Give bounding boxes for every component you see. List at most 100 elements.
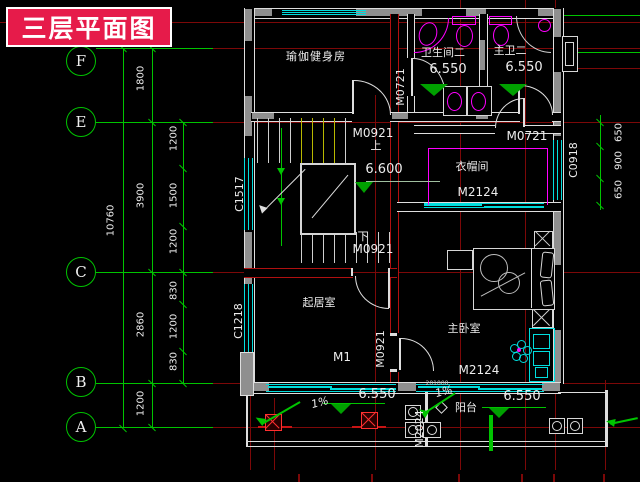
wall-segment	[390, 268, 397, 278]
window-c0918	[561, 140, 562, 200]
door-m2124-cloak-panel	[484, 206, 544, 208]
wall-fill	[245, 9, 272, 16]
desk-icon	[529, 328, 555, 382]
axis-line-b	[96, 383, 213, 384]
room-label-yoga: 瑜伽健身房	[286, 50, 346, 63]
axis-line-f	[96, 48, 213, 49]
grid-line-green	[558, 52, 640, 53]
door-m1-band	[266, 391, 396, 392]
dim-2860: 2860	[135, 311, 147, 338]
wall-fill	[554, 330, 561, 382]
door-arc-icon	[401, 338, 434, 371]
wall-segment	[244, 268, 353, 278]
axis-bubble-f: F	[66, 46, 96, 76]
door-jamb	[351, 268, 353, 276]
window-c1517	[252, 158, 253, 230]
duct-niche-inner	[565, 42, 574, 66]
dim-3900: 3900	[135, 182, 147, 209]
grid-mark	[521, 474, 523, 482]
wall-segment	[552, 112, 561, 122]
plant-icon	[517, 340, 526, 349]
wall-fill	[554, 9, 561, 37]
floor-drain-icon	[408, 407, 418, 417]
grid-mark	[603, 474, 605, 482]
shower-head-icon	[538, 19, 551, 32]
bed-decor	[480, 254, 508, 282]
door-label-m1: M1	[333, 350, 351, 364]
axis-bubble-e: E	[66, 107, 96, 137]
door-m2124-cloak-panel	[424, 204, 482, 206]
door-jamb	[388, 268, 390, 276]
wardrobe-outline	[428, 148, 548, 205]
dim-line	[152, 48, 153, 428]
wall-fill	[252, 113, 274, 119]
dim-10760: 10760	[105, 204, 117, 237]
grid-mark	[298, 474, 300, 482]
axis-bubble-a: A	[66, 412, 96, 442]
stair-up-label: 上	[370, 139, 382, 152]
room-label-master-bed: 主卧室	[447, 322, 481, 335]
floor-drain-icon	[408, 425, 418, 435]
desk-icon	[535, 367, 548, 378]
elevation-line	[366, 181, 440, 182]
wall-fill	[476, 113, 488, 119]
elevation-triangle-icon	[420, 84, 448, 96]
dim-line	[123, 48, 124, 428]
door-label-m2124-cloak: M2124	[457, 185, 499, 199]
grid-line-v	[274, 398, 275, 470]
door-m2124-panel	[478, 388, 542, 390]
page-title: 三层平面图	[21, 14, 157, 43]
window-c1517	[244, 158, 245, 230]
balcony-edge	[605, 390, 608, 447]
window-c1517	[248, 158, 249, 230]
floor-drain-icon	[427, 425, 437, 435]
window-band	[282, 10, 366, 11]
toilet-icon	[452, 16, 476, 25]
axis-bubble-c: C	[66, 257, 96, 287]
slope-label-left: 1%	[309, 393, 330, 412]
elevation-triangle-icon	[499, 84, 527, 96]
wall-segment	[407, 96, 415, 118]
room-label-bath2: 卫生间二	[421, 46, 465, 59]
room-label-master-bath2: 主卫二	[493, 44, 527, 57]
axis-line-e	[96, 122, 213, 123]
wall-segment	[390, 372, 399, 382]
dim-right-650: 650	[613, 179, 625, 200]
wall-fill	[392, 113, 408, 119]
title-banner: 三层平面图	[6, 7, 172, 47]
grid-mark	[458, 474, 460, 482]
window-c1218	[248, 284, 249, 352]
toilet-icon	[493, 25, 509, 46]
plant-icon	[523, 346, 532, 355]
wall-fill	[245, 9, 252, 41]
nightstand-icon	[447, 250, 473, 270]
door-label-m2024: M2024	[412, 410, 426, 448]
stair-arrow-icon	[277, 168, 285, 175]
wall-fill	[554, 72, 561, 136]
window-c0918	[557, 140, 558, 200]
dim-inner-830: 830	[168, 351, 180, 372]
bed-decor	[498, 272, 520, 294]
balcony-railing	[246, 446, 608, 447]
door-label-m2124-bedroom: M2124	[458, 363, 500, 377]
elevation-triangle-icon	[355, 182, 373, 193]
elevation-line	[323, 403, 385, 404]
dim-inner-1200: 1200	[168, 228, 180, 255]
door-label-m0921-stair-bottom: M0921	[352, 242, 394, 256]
wall-fill	[542, 383, 560, 391]
axis-letter: E	[75, 113, 87, 131]
stair-section-arrow-icon	[256, 202, 268, 214]
door-leaf	[399, 338, 401, 370]
grid-mark	[371, 474, 373, 482]
room-label-balcony: 阳台	[455, 401, 477, 414]
axis-letter: B	[75, 373, 87, 391]
window-band	[282, 12, 366, 13]
basin-icon	[447, 92, 462, 111]
basin-icon	[471, 92, 486, 111]
stair-rail	[281, 128, 282, 246]
window-band	[282, 14, 366, 15]
axis-line-c	[96, 272, 213, 273]
grid-mark	[553, 474, 555, 482]
wall-segment	[525, 125, 561, 134]
